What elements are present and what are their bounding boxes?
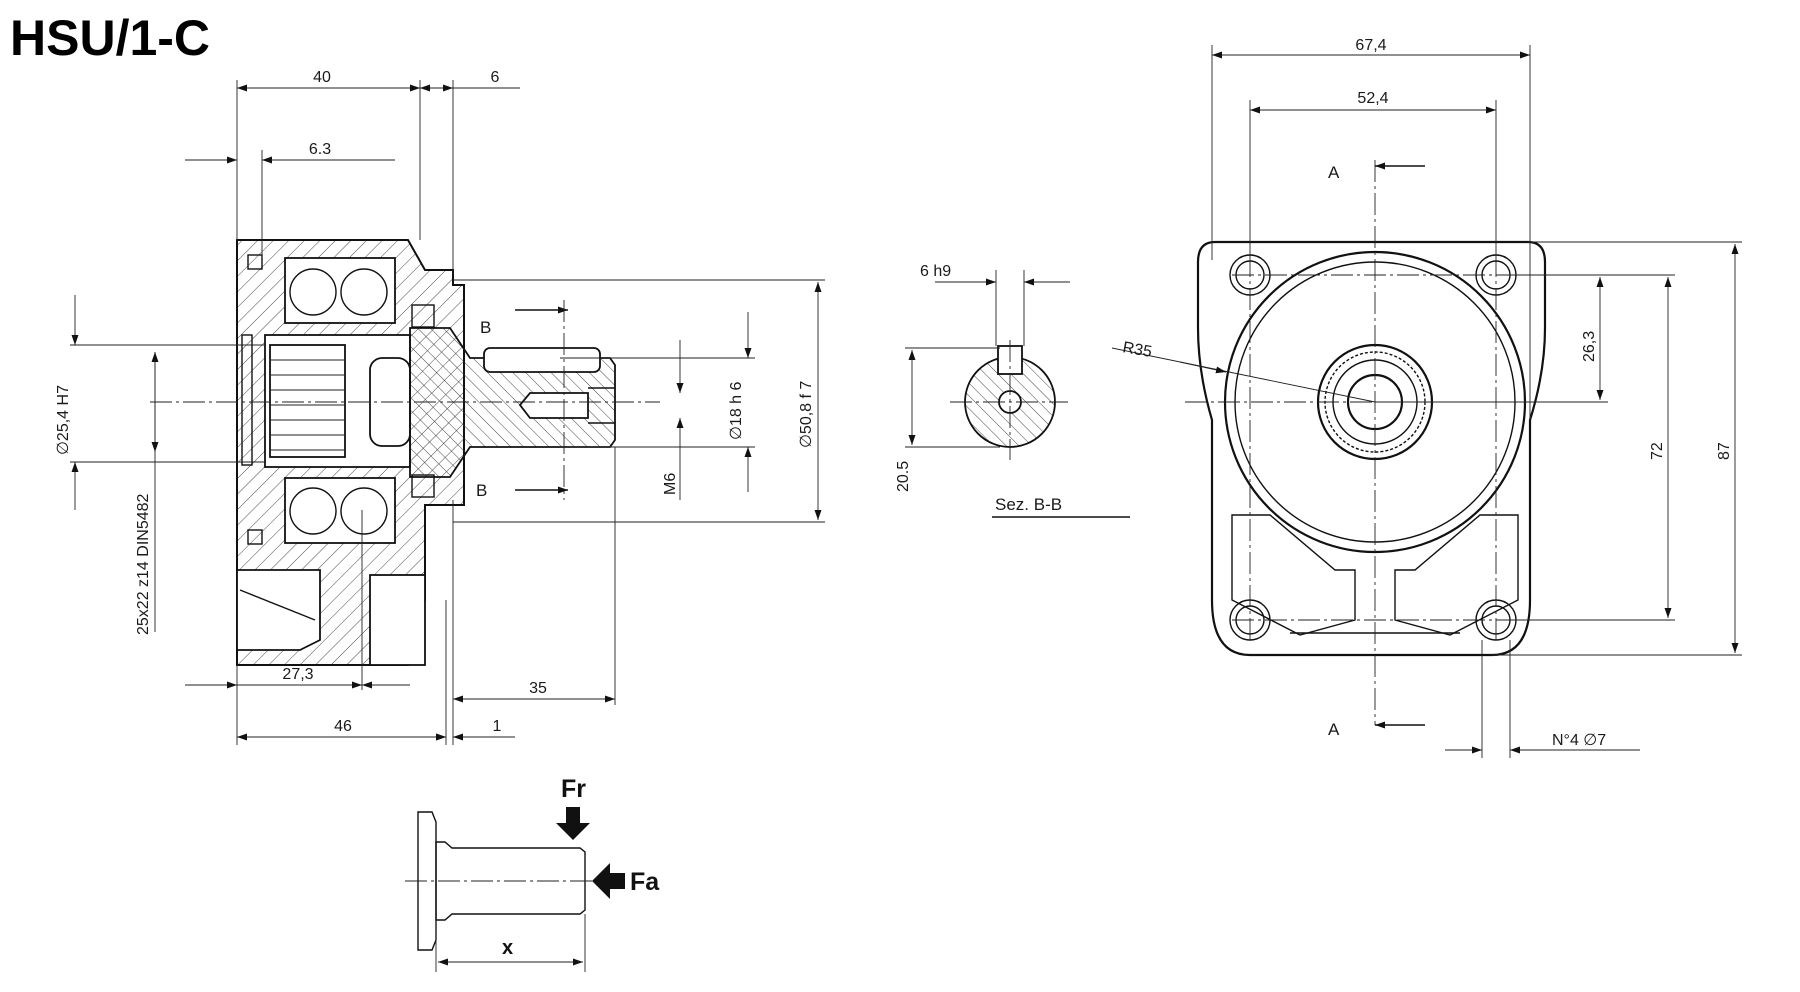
dim-26-3: 26,3 [1581, 331, 1598, 362]
lower-bearing [284, 477, 396, 544]
dim-holes: N°4 ∅7 [1552, 732, 1606, 749]
dim-20-5: 20.5 [895, 461, 912, 492]
front-view [1185, 160, 1565, 725]
load-shaft [435, 841, 586, 921]
dim-72: 72 [1649, 442, 1666, 460]
section-b-b-label: Sez. B-B [995, 495, 1062, 514]
dim-1: 1 [493, 718, 502, 735]
fr-arrow [556, 807, 590, 840]
snap-ring [241, 334, 253, 466]
flange-outline [1196, 240, 1547, 657]
dim-87: 87 [1716, 442, 1733, 460]
dim-x: x [502, 937, 513, 959]
force-fa: Fa [630, 868, 660, 896]
port-right [369, 574, 426, 666]
dim-40: 40 [313, 69, 331, 86]
section-mark-b-bottom: B [476, 481, 487, 500]
dim-27-3: 27,3 [282, 666, 313, 683]
drawing-title: HSU/1-C [10, 10, 210, 66]
pocket-left [1231, 514, 1356, 636]
spline-coupling [269, 344, 411, 458]
section-b-b-view: 6 h9 20.5 Sez. B-B [895, 263, 1130, 518]
dim-6-h9: 6 h9 [920, 263, 951, 280]
fa-arrow [592, 863, 625, 899]
dim-52-4: 52,4 [1357, 90, 1388, 107]
side-view-dimensions: 40 6 6.3 ∅25,4 H7 25x22 z14 DIN5482 27,3… [55, 69, 825, 745]
dim-m6: M6 [662, 473, 679, 495]
dim-6: 6 [491, 69, 500, 86]
thread-hole [518, 392, 589, 419]
dim-phi-18: ∅18 h 6 [728, 381, 745, 440]
shaft-key [483, 347, 601, 373]
dim-6-3: 6.3 [309, 141, 331, 158]
load-diagram: Fr Fa x [405, 775, 660, 972]
port-left [236, 569, 321, 651]
pocket-right [1394, 514, 1519, 636]
section-mark-b-top: B [480, 318, 491, 337]
dim-r35: R35 [1121, 339, 1153, 361]
dim-67-4: 67,4 [1355, 37, 1386, 54]
front-view-dimensions: 67,4 52,4 A A R35 26,3 72 87 N°4 [1111, 37, 1742, 758]
section-mark-a-top: A [1328, 163, 1340, 182]
dim-phi-25-4: ∅25,4 H7 [55, 385, 72, 455]
force-fr: Fr [561, 775, 586, 803]
oring-bottom [247, 529, 263, 545]
dim-35: 35 [529, 680, 547, 697]
dim-46: 46 [334, 718, 352, 735]
section-mark-a-bottom: A [1328, 720, 1340, 739]
dim-spline: 25x22 z14 DIN5482 [135, 493, 152, 635]
upper-bearing [284, 257, 396, 324]
dim-phi-50-8: ∅50,8 f 7 [798, 381, 815, 448]
oring-top [247, 254, 263, 270]
shaft-seal-top [411, 304, 435, 328]
side-section-view [150, 239, 660, 666]
